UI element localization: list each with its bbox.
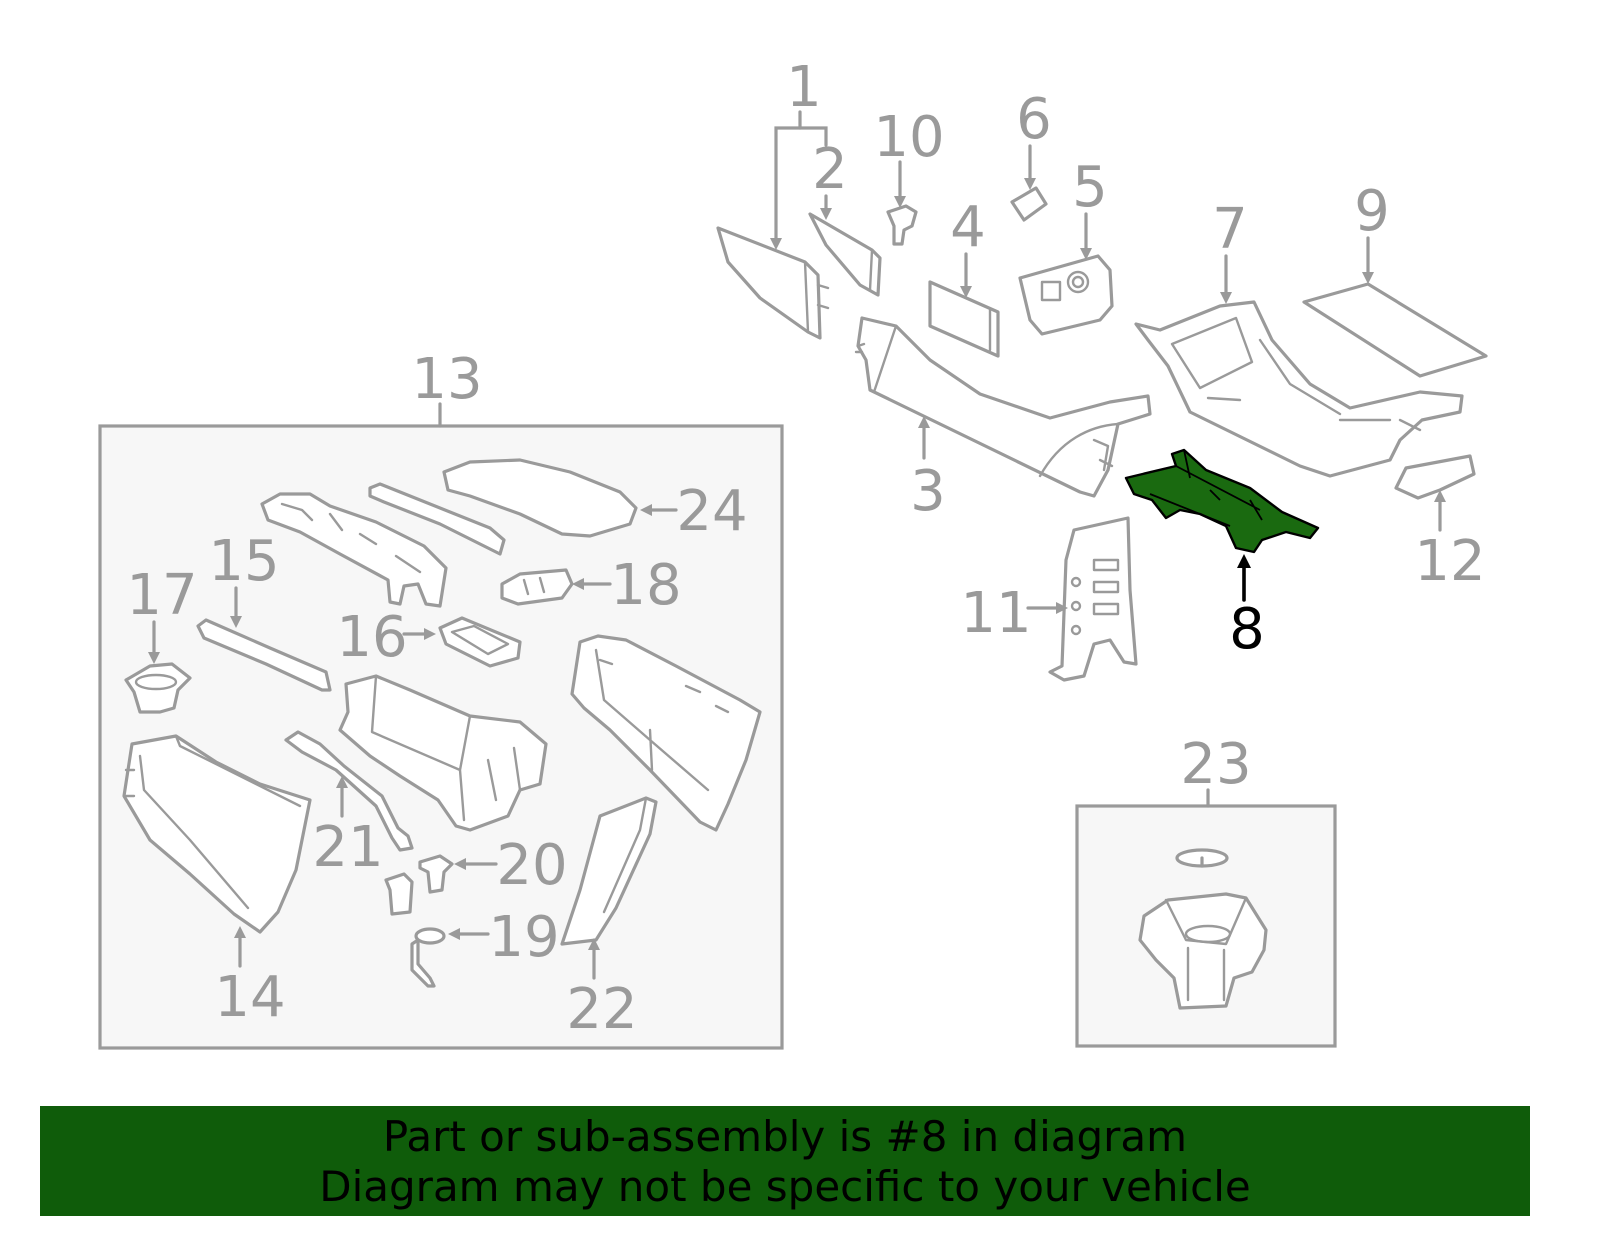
banner-line-1: Part or sub-assembly is #8 in diagram [382, 1112, 1188, 1161]
part-6[interactable] [1010, 186, 1048, 222]
part-15[interactable] [196, 618, 332, 692]
part-19[interactable] [410, 927, 446, 988]
part-3[interactable] [854, 316, 1152, 498]
callout-6[interactable]: 6 [1016, 87, 1052, 152]
part-23[interactable] [1138, 848, 1268, 1010]
part-5[interactable] [1018, 254, 1114, 336]
part-console-box [338, 674, 548, 832]
callout-7[interactable]: 7 [1212, 197, 1248, 262]
callout-16[interactable]: 16 [336, 605, 407, 670]
part-20[interactable] [384, 854, 454, 916]
callout-9[interactable]: 9 [1354, 179, 1390, 244]
callout-1[interactable]: 1 [786, 55, 822, 120]
part-2[interactable] [808, 212, 882, 297]
callout-12[interactable]: 12 [1414, 529, 1485, 594]
callout-10[interactable]: 10 [873, 105, 944, 170]
callout-3[interactable]: 3 [910, 459, 946, 524]
part-16[interactable] [438, 616, 522, 668]
part-trim-strip-upper [368, 482, 506, 556]
callout-21[interactable]: 21 [312, 815, 383, 880]
part-14[interactable] [122, 734, 312, 934]
callout-18[interactable]: 18 [610, 553, 681, 618]
part-4[interactable] [928, 280, 1000, 358]
callout-22[interactable]: 22 [566, 977, 637, 1042]
part-8-highlighted[interactable] [1124, 448, 1320, 554]
part-18[interactable] [500, 568, 574, 606]
callout-20[interactable]: 20 [496, 833, 567, 898]
banner-line-2: Diagram may not be specific to your vehi… [319, 1162, 1251, 1211]
callout-14[interactable]: 14 [214, 965, 285, 1030]
part-24[interactable] [442, 458, 638, 538]
part-9[interactable] [1302, 282, 1488, 378]
part-11[interactable] [1048, 516, 1138, 682]
callout-19[interactable]: 19 [488, 905, 559, 970]
info-banner: Part or sub-assembly is #8 in diagram Di… [40, 1106, 1530, 1216]
part-17[interactable] [124, 662, 192, 714]
callout-8[interactable]: 8 [1229, 597, 1265, 662]
callout-23[interactable]: 23 [1180, 732, 1251, 797]
callout-11[interactable]: 11 [960, 581, 1031, 646]
callout-13[interactable]: 13 [411, 347, 482, 412]
part-22[interactable] [560, 796, 658, 946]
part-12[interactable] [1394, 454, 1476, 500]
part-10[interactable] [886, 204, 918, 246]
part-side-panel-right [570, 634, 762, 832]
part-21[interactable] [284, 730, 414, 852]
callout-5[interactable]: 5 [1072, 155, 1108, 220]
callout-4[interactable]: 4 [950, 195, 986, 260]
part-console-frame [260, 492, 448, 608]
callout-2[interactable]: 2 [812, 137, 848, 202]
part-7[interactable] [1134, 300, 1464, 478]
callout-24[interactable]: 24 [676, 479, 747, 544]
part-1[interactable] [716, 226, 830, 340]
callout-15[interactable]: 15 [208, 529, 279, 594]
callout-17[interactable]: 17 [126, 563, 197, 628]
